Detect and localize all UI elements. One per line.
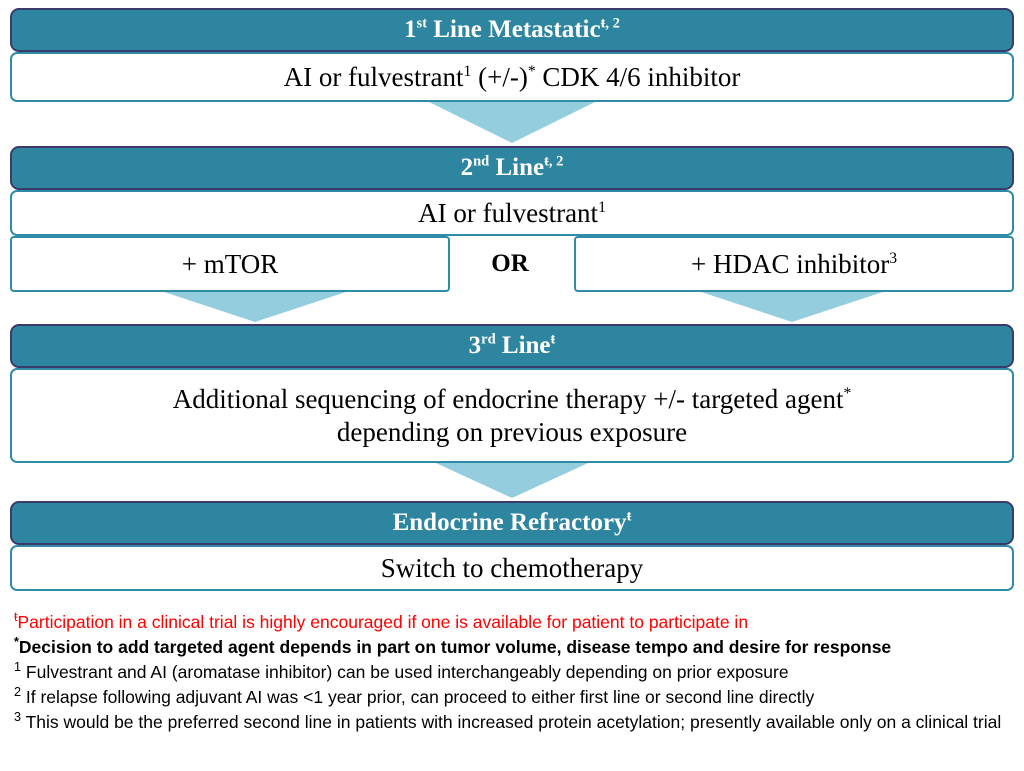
stage-header-second-line: 2nd Lineŧ, 2 — [10, 146, 1014, 190]
footnote-1: 1 Fulvestrant and AI (aromatase inhibito… — [14, 660, 1010, 685]
stage-header-text: Line Metastatic — [427, 16, 601, 43]
footnote-marker: * — [14, 635, 19, 650]
footnote-3: 3 This would be the preferred second lin… — [14, 710, 1010, 735]
option-box-mtor[interactable]: + mTOR — [10, 236, 450, 292]
stage-header-superscript: ŧ, 2 — [600, 15, 620, 32]
second-line-split-row: + mTOR OR + HDAC inhibitor3 — [10, 236, 1014, 292]
footnote-text: If relapse following adjuvant AI was <1 … — [25, 687, 815, 707]
body-text-main: AI or fulvestrant — [283, 61, 464, 92]
option-superscript-3: 3 — [889, 249, 898, 267]
arrow-mtor-to-third — [143, 285, 367, 322]
arrow-third-to-refractory — [425, 458, 599, 498]
footnote-marker: 3 — [14, 710, 22, 725]
stage-header-first-line: 1st Line Metastaticŧ, 2 — [10, 8, 1014, 52]
body-line-1: Additional sequencing of endocrine thera… — [172, 383, 844, 414]
footnote-2: 2 If relapse following adjuvant AI was <… — [14, 685, 1010, 710]
stage-header-superscript: ŧ, 2 — [544, 153, 564, 170]
footnote-marker: ŧ — [14, 610, 18, 625]
stage-first-line-metastatic: 1st Line Metastaticŧ, 2 AI or fulvestran… — [10, 8, 1014, 102]
stage-body-second-line: AI or fulvestrant1 — [10, 190, 1014, 236]
footnote-marker: 1 — [14, 660, 22, 675]
stage-third-line: 3rd Lineŧ Additional sequencing of endoc… — [10, 324, 1014, 463]
stage-second-line: 2nd Lineŧ, 2 AI or fulvestrant1 + mTOR O… — [10, 146, 1014, 292]
body-superscript-asterisk: * — [843, 384, 852, 402]
stage-header-text: Line — [489, 154, 545, 181]
stage-body-endocrine-refractory: Switch to chemotherapy — [10, 545, 1014, 591]
split-or-label: OR — [450, 236, 570, 292]
stage-header-superscript: ŧ — [550, 331, 556, 348]
footnote-text: This would be the preferred second line … — [25, 712, 1002, 732]
arrow-first-to-second — [425, 100, 599, 143]
stage-body-first-line: AI or fulvestrant1 (+/-)* CDK 4/6 inhibi… — [10, 52, 1014, 102]
or-text: OR — [491, 250, 529, 277]
stage-header-endocrine-refractory: Endocrine Refractoryŧ — [10, 501, 1014, 545]
option-label-mtor: + mTOR — [181, 248, 279, 279]
stage-header-superscript: ŧ — [626, 508, 632, 525]
stage-header-ordinal: 2 — [460, 154, 474, 181]
connector-arrows-layer — [143, 100, 904, 498]
footnote-text: Participation in a clinical trial is hig… — [17, 612, 749, 632]
body-text-main: Switch to chemotherapy — [380, 552, 644, 583]
stage-header-text: Endocrine Refractory — [392, 509, 627, 536]
body-superscript-asterisk: * — [527, 62, 536, 80]
body-superscript-1: 1 — [463, 62, 472, 80]
stage-header-ordinal-suffix: st — [416, 15, 428, 32]
footnote-marker: 2 — [14, 685, 22, 700]
arrow-hdac-to-third — [680, 285, 904, 322]
stage-header-ordinal: 1 — [404, 16, 417, 43]
body-superscript-1: 1 — [598, 198, 606, 216]
footnotes-block: ŧParticipation in a clinical trial is hi… — [14, 610, 1010, 735]
body-text-end: CDK 4/6 inhibitor — [535, 61, 741, 92]
stage-header-ordinal-suffix: nd — [473, 153, 490, 170]
body-line-2: depending on previous exposure — [336, 416, 688, 447]
stage-header-ordinal-suffix: rd — [481, 331, 496, 348]
body-text-main: AI or fulvestrant — [418, 197, 599, 228]
option-box-hdac-inhibitor[interactable]: + HDAC inhibitor3 — [574, 236, 1014, 292]
stage-header-third-line: 3rd Lineŧ — [10, 324, 1014, 368]
stage-endocrine-refractory: Endocrine Refractoryŧ Switch to chemothe… — [10, 501, 1014, 591]
stage-header-ordinal: 3 — [468, 332, 482, 359]
footnote-text: Fulvestrant and AI (aromatase inhibitor)… — [25, 662, 789, 682]
option-label-hdac: + HDAC inhibitor — [690, 248, 890, 279]
footnote-dagger: ŧParticipation in a clinical trial is hi… — [14, 610, 1010, 635]
footnote-asterisk: *Decision to add targeted agent depends … — [14, 635, 1010, 660]
stage-header-text: Line — [495, 332, 551, 359]
body-text-mid: (+/-) — [471, 61, 528, 92]
footnote-text: Decision to add targeted agent depends i… — [18, 637, 892, 657]
stage-body-third-line: Additional sequencing of endocrine thera… — [10, 368, 1014, 463]
